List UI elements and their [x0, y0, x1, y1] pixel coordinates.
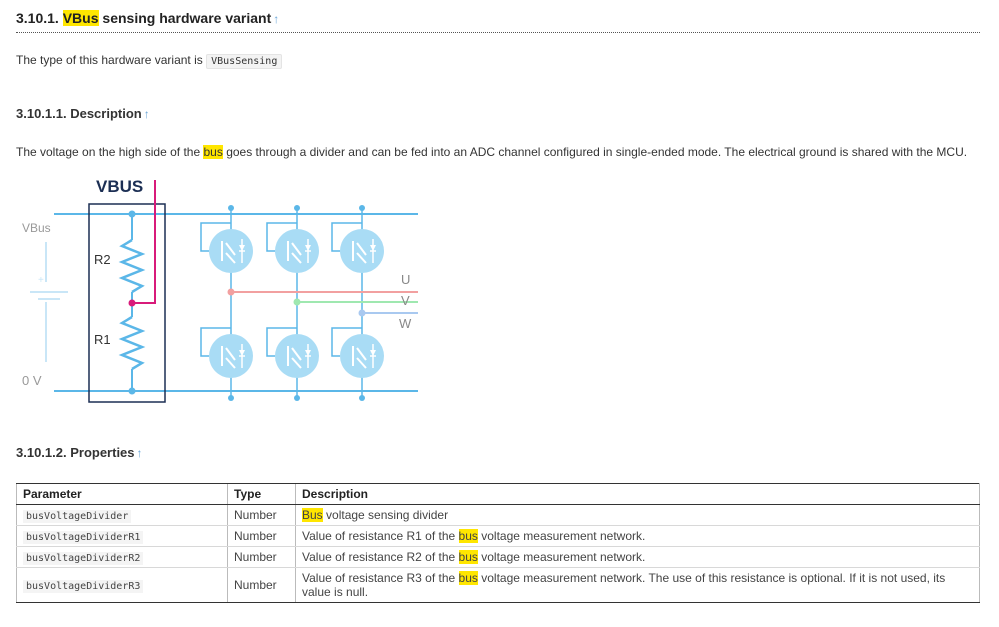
- section-number: 3.10.1.: [16, 10, 59, 26]
- highlight-bus: bus: [458, 550, 478, 564]
- section-title: sensing hardware variant: [98, 10, 272, 26]
- column-header-description: Description: [295, 483, 980, 505]
- description-text: Value of resistance R3 of the: [302, 571, 456, 585]
- description-heading-text: 3.10.1.1. Description: [16, 106, 142, 121]
- description-cell: Bus voltage sensing divider: [295, 504, 980, 526]
- section-heading: 3.10.1. VBus sensing hardware variant↑: [16, 10, 980, 33]
- table-header-row: Parameter Type Description: [16, 483, 980, 505]
- param-code: busVoltageDividerR2: [23, 552, 144, 565]
- param-code: busVoltageDividerR3: [23, 580, 144, 593]
- description-cell: Value of resistance R2 of the bus voltag…: [295, 546, 980, 568]
- param-cell: busVoltageDivider: [16, 504, 228, 526]
- transistor-low-w: [339, 333, 385, 379]
- param-cell: busVoltageDividerR3: [16, 567, 228, 603]
- back-to-top-link[interactable]: ↑: [143, 107, 150, 121]
- variant-code: VBusSensing: [206, 54, 283, 69]
- vbus-left-label: VBus: [22, 221, 51, 235]
- description-heading: 3.10.1.1. Description↑: [16, 106, 150, 121]
- r2-label: R2: [94, 252, 111, 267]
- description-text-before: The voltage on the high side of the: [16, 145, 201, 159]
- intro-text: The type of this hardware variant is: [16, 53, 203, 67]
- r1-label: R1: [94, 332, 111, 347]
- transistor-low-u: [208, 333, 254, 379]
- resistor-r2: [118, 238, 146, 294]
- transistor-high-w: [339, 228, 385, 274]
- properties-heading-text: 3.10.1.2. Properties: [16, 445, 135, 460]
- param-code: busVoltageDividerR1: [23, 531, 144, 544]
- description-cell: Value of resistance R3 of the bus voltag…: [295, 567, 980, 603]
- param-code: busVoltageDivider: [23, 510, 132, 523]
- description-text: Value of resistance R1 of the: [302, 529, 456, 543]
- description-cell: Value of resistance R1 of the bus voltag…: [295, 525, 980, 547]
- highlight-bus: bus: [203, 145, 223, 159]
- param-cell: busVoltageDividerR2: [16, 546, 228, 568]
- properties-heading: 3.10.1.2. Properties↑: [16, 445, 143, 460]
- table-row: busVoltageDivider Number Bus voltage sen…: [16, 504, 980, 526]
- table-row: busVoltageDividerR1 Number Value of resi…: [16, 525, 980, 547]
- column-header-type: Type: [227, 483, 296, 505]
- transistor-high-v: [274, 228, 320, 274]
- highlight-bus: bus: [458, 571, 478, 585]
- table-row: busVoltageDividerR2 Number Value of resi…: [16, 546, 980, 568]
- vbus-label: VBUS: [96, 177, 143, 196]
- type-cell: Number: [227, 504, 296, 526]
- resistor-r1: [118, 315, 146, 371]
- transistor-low-v: [274, 333, 320, 379]
- back-to-top-link[interactable]: ↑: [273, 12, 280, 26]
- description-text: voltage measurement network. The use of …: [302, 571, 946, 599]
- description-text: Value of resistance R2 of the: [302, 550, 456, 564]
- highlight-vbus: VBus: [62, 10, 99, 26]
- type-cell: Number: [227, 525, 296, 547]
- description-text-after: goes through a divider and can be fed in…: [226, 145, 968, 159]
- vbus-sensing-diagram: + VBus 0 V VBUS R2 R1 U V W: [22, 177, 418, 403]
- phase-w-label: W: [399, 316, 412, 331]
- description-text: voltage sensing divider: [326, 508, 449, 522]
- param-cell: busVoltageDividerR1: [16, 525, 228, 547]
- svg-text:+: +: [38, 275, 44, 286]
- type-cell: Number: [227, 546, 296, 568]
- highlight-bus: bus: [458, 529, 478, 543]
- measurement-tap: [132, 180, 156, 304]
- divider-box: [88, 203, 166, 403]
- phase-u-label: U: [401, 272, 410, 287]
- transistor-high-u: [208, 228, 254, 274]
- type-cell: Number: [227, 567, 296, 603]
- back-to-top-link[interactable]: ↑: [136, 446, 143, 460]
- description-paragraph: The voltage on the high side of the bus …: [16, 145, 967, 159]
- highlight-bus: Bus: [302, 508, 323, 522]
- description-text: voltage measurement network.: [481, 529, 646, 543]
- phase-v-label: V: [401, 293, 410, 308]
- intro-paragraph: The type of this hardware variant is VBu…: [16, 53, 283, 69]
- description-text: voltage measurement network.: [481, 550, 646, 564]
- table-row: busVoltageDividerR3 Number Value of resi…: [16, 567, 980, 603]
- column-header-parameter: Parameter: [16, 483, 228, 505]
- properties-table: Parameter Type Description busVoltageDiv…: [16, 483, 980, 603]
- zero-volt-label: 0 V: [22, 373, 42, 388]
